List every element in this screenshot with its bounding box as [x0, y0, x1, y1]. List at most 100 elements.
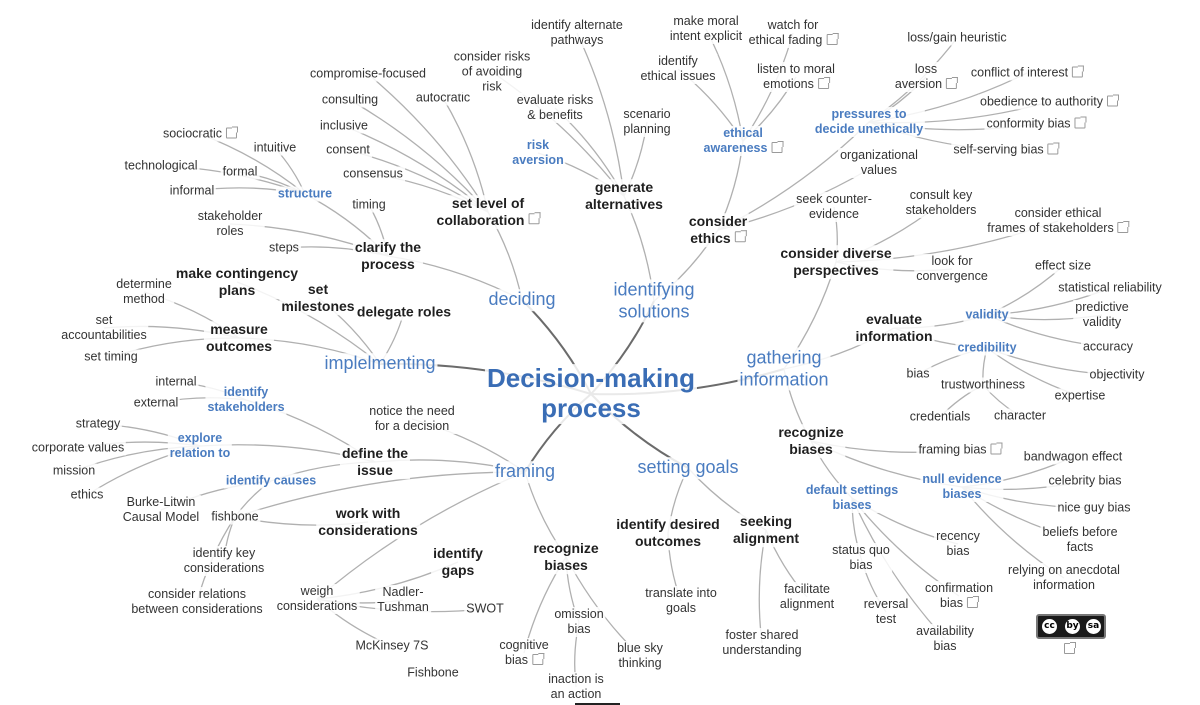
topic-node-consent[interactable]: consent: [324, 142, 372, 158]
topic-node-inclusive[interactable]: inclusive: [318, 118, 370, 134]
external-link-icon[interactable]: [226, 126, 239, 139]
topic-node-evaluate-risks-benefits[interactable]: evaluate risks& benefits: [514, 93, 596, 123]
topic-node-seek-counter-evidence[interactable]: seek counter-evidence: [794, 192, 874, 222]
external-link-icon[interactable]: [966, 596, 979, 608]
branch-node-implelmenting[interactable]: implelmenting: [322, 353, 438, 375]
external-link-icon[interactable]: [1072, 65, 1085, 78]
topic-node-internal[interactable]: internal: [153, 374, 199, 390]
external-link-icon[interactable]: [1074, 116, 1087, 129]
topic-node-corporate-values[interactable]: corporate values: [29, 440, 127, 456]
topic-node-identify-causes[interactable]: identify causes: [223, 473, 319, 489]
topic-node-informal[interactable]: informal: [167, 183, 217, 199]
external-link-icon[interactable]: [990, 442, 1003, 455]
scrollbar[interactable]: [575, 703, 620, 705]
topic-node-mission[interactable]: mission: [50, 463, 98, 479]
external-link-icon[interactable]: [771, 141, 784, 153]
external-link-icon[interactable]: [528, 212, 541, 224]
external-link-icon[interactable]: [946, 77, 959, 89]
topic-node-celebrity-bias[interactable]: celebrity bias: [1046, 473, 1124, 489]
external-link-icon[interactable]: [1117, 221, 1130, 233]
topic-node-bandwagon-effect[interactable]: bandwagon effect: [1021, 449, 1125, 465]
branch-node-setting-goals[interactable]: setting goals: [635, 457, 741, 479]
topic-node-credentials[interactable]: credentials: [907, 409, 973, 425]
topic-node-effect-size[interactable]: effect size: [1032, 258, 1094, 274]
topic-node-bias[interactable]: bias: [904, 366, 932, 382]
topic-node-framing-bias[interactable]: framing bias: [916, 442, 1004, 458]
topic-node-nadler-tushman[interactable]: Nadler-Tushman: [375, 585, 431, 615]
topic-node-structure[interactable]: structure: [275, 186, 335, 202]
topic-node-objectivity[interactable]: objectivity: [1087, 367, 1147, 383]
topic-node-character[interactable]: character: [991, 408, 1049, 424]
topic-node-mckinsey-7s[interactable]: McKinsey 7S: [353, 638, 431, 654]
branch-node-framing[interactable]: framing: [492, 461, 558, 483]
topic-node-loss-gain-heuristic[interactable]: loss/gain heuristic: [905, 30, 1009, 46]
topic-node-external[interactable]: external: [131, 395, 181, 411]
topic-node-conformity-bias[interactable]: conformity bias: [984, 116, 1088, 132]
topic-node-statistical-reliability[interactable]: statistical reliability: [1056, 280, 1164, 296]
topic-node-accuracy[interactable]: accuracy: [1080, 339, 1136, 355]
external-link-icon[interactable]: [734, 230, 747, 242]
topic-node-fishbone[interactable]: Fishbone: [405, 665, 461, 681]
topic-node-strategy[interactable]: strategy: [73, 416, 123, 432]
external-link-icon[interactable]: [1047, 142, 1060, 155]
external-link-icon[interactable]: [817, 77, 830, 89]
topic-node-compromise-focused[interactable]: compromise-focused: [307, 66, 429, 82]
topic-node-fishbone[interactable]: fishbone: [209, 509, 261, 525]
topic-node-formal[interactable]: formal: [220, 164, 260, 180]
topic-node-steps[interactable]: steps: [267, 240, 301, 256]
external-link-icon[interactable]: [826, 33, 839, 45]
topic-node-timing[interactable]: timing: [350, 197, 388, 213]
external-link-icon[interactable]: [1107, 94, 1120, 107]
topic-node-swot[interactable]: SWOT: [464, 601, 506, 617]
topic-node-intuitive[interactable]: intuitive: [251, 140, 299, 156]
topic-node-self-serving-bias[interactable]: self-serving bias: [951, 142, 1061, 158]
